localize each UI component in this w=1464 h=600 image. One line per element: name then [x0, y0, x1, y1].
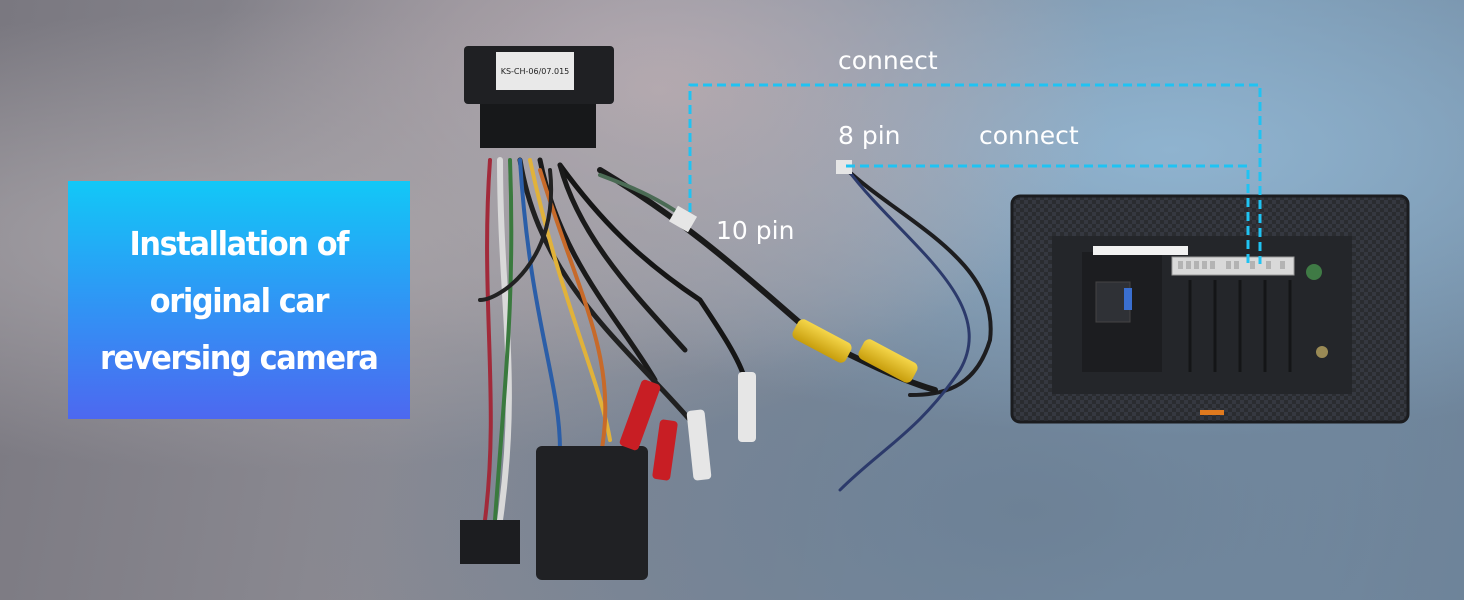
- title-banner: Installation of original car reversing c…: [68, 181, 410, 419]
- adapter-label: KS-CH-06/07.015: [501, 67, 570, 76]
- connection-guides: [688, 83, 1262, 264]
- cable-bundle: [478, 157, 993, 523]
- eight-pin-connector: [836, 160, 852, 174]
- ten-pin-connector: [668, 205, 698, 233]
- harness-adapter: KS-CH-06/07.015: [464, 46, 614, 148]
- title-line-2: original car: [149, 280, 330, 320]
- title-line-1: Installation of: [129, 223, 350, 263]
- decoder-box: [536, 446, 648, 580]
- title-line-3: reversing camera: [100, 337, 379, 377]
- ten-pin-label: 10 pin: [716, 216, 795, 245]
- rca-plugs: [619, 319, 918, 481]
- iso-connector: [460, 520, 520, 564]
- connect-label-top: connect: [838, 46, 938, 75]
- head-unit: [1010, 194, 1410, 424]
- connect-label-middle: connect: [979, 121, 1079, 150]
- eight-pin-label: 8 pin: [838, 121, 901, 150]
